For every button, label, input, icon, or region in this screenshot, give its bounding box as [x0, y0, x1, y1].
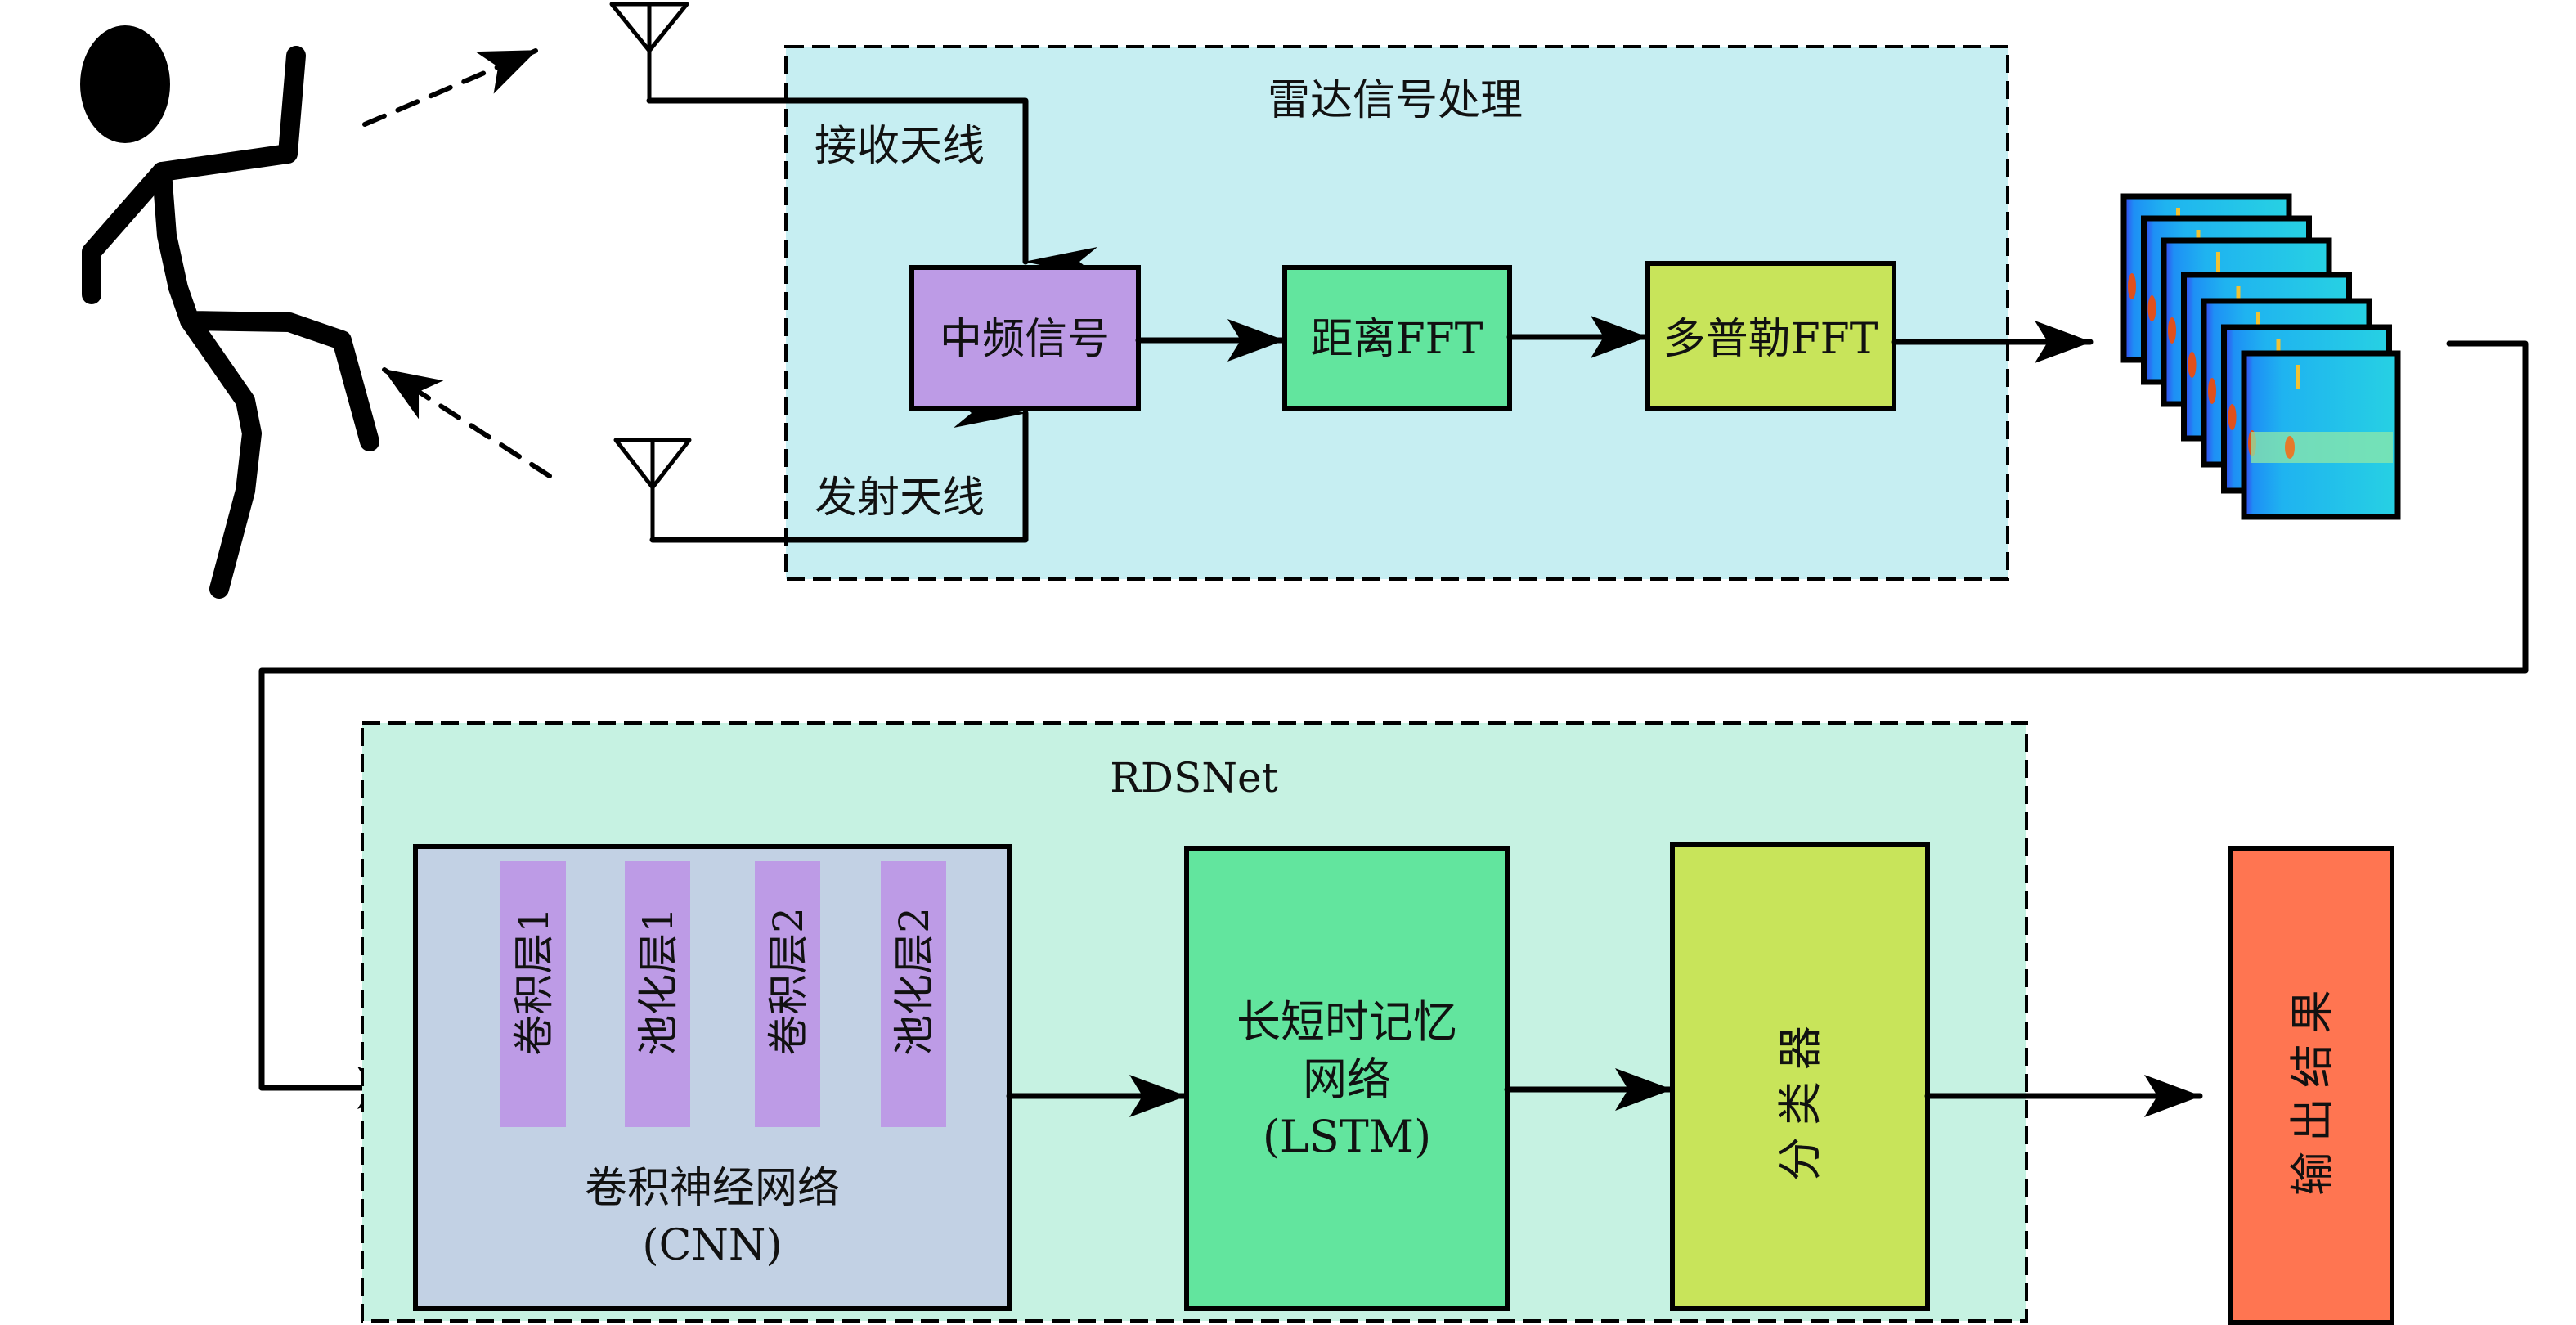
output-label: 输出结果 [2287, 980, 2338, 1196]
classifier-label: 分类器 [1775, 1014, 1826, 1181]
cnn-layer-label: 池化层2 [891, 907, 938, 1056]
spectrogram-frame [2241, 350, 2401, 520]
transmit-antenna-icon [613, 438, 692, 542]
range-fft-block [1282, 265, 1512, 411]
transmit-antenna-wire [649, 398, 1029, 543]
cnn-layer-2 [625, 861, 690, 1127]
if-signal-block [909, 265, 1141, 411]
lstm-block [1184, 846, 1510, 1311]
cnn-layer-1 [500, 861, 566, 1127]
doppler-fft-label: 多普勒FFT [1663, 315, 1878, 364]
radar-processing-title: 雷达信号处理 [1268, 76, 1523, 125]
lstm-label-line2: 网络 [1303, 1053, 1391, 1105]
cnn-label-line1: 卷积神经网络 [585, 1164, 840, 1213]
cnn-layer-label: 卷积层1 [510, 907, 558, 1056]
cnn-layer-label: 池化层1 [635, 907, 682, 1056]
if-signal-label: 中频信号 [940, 315, 1110, 364]
reflected-signal-arrow [382, 367, 552, 478]
connector-spectrograms-to-rdsnet [258, 340, 2529, 1109]
doppler-fft-block [1645, 261, 1896, 411]
cnn-layer-3 [755, 861, 820, 1127]
cnn-layer-4 [881, 861, 946, 1127]
receive-antenna-label: 接收天线 [815, 122, 985, 171]
person-icon [80, 25, 379, 599]
spectrogram-stack [2120, 193, 2401, 520]
classifier-block [1670, 842, 1930, 1311]
rdsnet-title: RDSNet [1110, 754, 1277, 802]
transmitted-signal-arrow [362, 48, 538, 127]
lstm-label-line3: (LSTM) [1263, 1111, 1431, 1162]
receive-antenna-wire [646, 97, 1097, 276]
cnn-layer-label: 卷积层2 [765, 907, 812, 1056]
transmit-antenna-label: 发射天线 [815, 474, 985, 523]
cnn-label-line2: (CNN) [642, 1221, 782, 1270]
lstm-label-line1: 长短时记忆 [1236, 996, 1457, 1048]
receive-antenna-icon [609, 2, 689, 103]
range-fft-label: 距离FFT [1311, 315, 1483, 364]
output-block [2228, 846, 2394, 1325]
